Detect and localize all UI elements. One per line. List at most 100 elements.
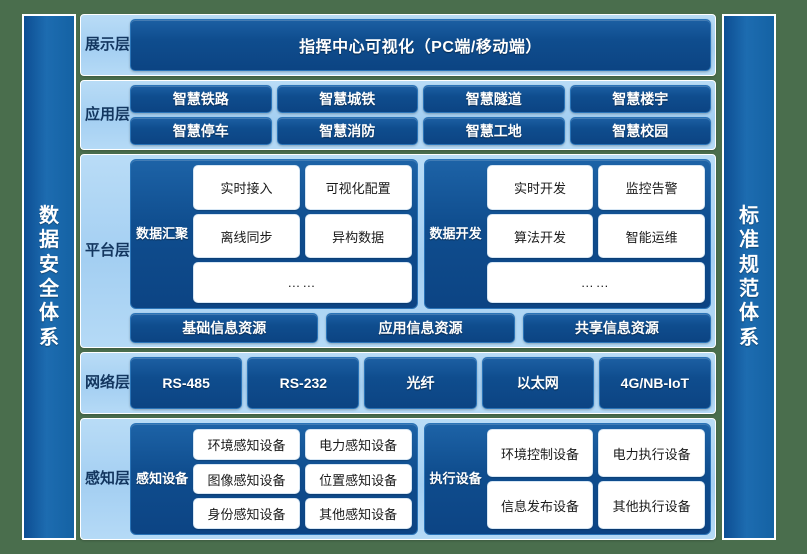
network-row: RS-485 RS-232 光纤 以太网 4G/NB-IoT [130,357,711,409]
group-sensing-devices-items: 环境感知设备 电力感知设备 图像感知设备 位置感知设备 身份感知设备 其他感知设… [193,429,412,530]
group-label-char: 汇 [162,225,176,241]
left-pillar-label: 数 据 安 全 体 系 [39,204,59,350]
pillar-char: 数 [39,204,59,227]
aggregation-row-2: 离线同步 异构数据 [193,213,412,259]
pillar-char: 体 [39,302,59,325]
layer-network: 网 络 层 RS-485 RS-232 光纤 以太网 4G/NB-IoT [80,352,716,414]
actuator-item-environment-control[interactable]: 环境控制设备 [486,429,594,477]
sensing-item-power[interactable]: 电力感知设备 [304,429,412,460]
aggregation-item-more[interactable]: …… [193,262,412,304]
layer-perception: 感 知 层 感 知 设 备 [80,418,716,540]
group-label-char: 据 [442,225,456,241]
layer-stack: 展 示 层 指挥中心可视化（PC端/移动端） 应 用 层 智慧铁路 智慧城铁 [80,14,716,540]
layer-label-char: 层 [115,106,131,124]
network-item-fiber[interactable]: 光纤 [364,357,477,409]
layer-label-char: 示 [100,36,116,54]
layer-label-char: 展 [85,36,101,54]
sensing-row-1: 环境感知设备 电力感知设备 [193,429,412,460]
actuator-item-information-release[interactable]: 信息发布设备 [486,481,594,529]
pillar-char: 体 [739,302,759,325]
group-label-char: 设 [455,470,469,486]
group-data-development-label: 数 据 开 发 [430,165,482,303]
development-item-more[interactable]: …… [486,262,706,304]
aggregation-item-visual-config[interactable]: 可视化配置 [304,165,412,210]
group-label-char: 知 [149,470,163,486]
network-item-4g-nbiot[interactable]: 4G/NB-IoT [598,357,711,409]
aggregation-row-1: 实时接入 可视化配置 [193,165,412,210]
development-row-3: …… [486,262,706,304]
application-row-1: 智慧铁路 智慧城铁 智慧隧道 智慧楼宇 [130,85,711,113]
app-item-smart-construction[interactable]: 智慧工地 [423,117,565,145]
pillar-char: 安 [39,253,59,276]
development-item-realtime-dev[interactable]: 实时开发 [486,165,594,210]
development-item-algorithm-dev[interactable]: 算法开发 [486,213,594,259]
group-sensing-devices-label: 感 知 设 备 [136,429,188,529]
sensing-item-other[interactable]: 其他感知设备 [304,498,412,530]
layer-perception-label: 感 知 层 [85,423,130,535]
development-item-intelligent-ops[interactable]: 智能运维 [598,213,706,259]
command-center-visualization-banner[interactable]: 指挥中心可视化（PC端/移动端） [130,19,711,71]
platform-groups: 数 据 汇 聚 实时接入 可视化配置 离线同步 [130,159,712,309]
group-label-char: 聚 [175,225,189,241]
group-label-char: 行 [442,470,456,486]
app-item-smart-parking[interactable]: 智慧停车 [130,117,272,145]
layer-application: 应 用 层 智慧铁路 智慧城铁 智慧隧道 智慧楼宇 智慧停车 智慧消防 智慧工地… [80,80,716,150]
layer-label-char: 层 [115,36,131,54]
actuator-item-power-execution[interactable]: 电力执行设备 [598,429,706,477]
group-label-char: 数 [136,225,150,241]
sensing-item-environment[interactable]: 环境感知设备 [193,429,300,460]
sensing-item-image[interactable]: 图像感知设备 [193,463,300,495]
layer-platform-body: 数 据 汇 聚 实时接入 可视化配置 离线同步 [130,159,712,343]
group-sensing-devices: 感 知 设 备 环境感知设备 电力感知设备 图像感知设备 [130,423,418,535]
group-label-char: 执 [429,470,443,486]
resource-item-application-information[interactable]: 应用信息资源 [326,313,515,343]
app-item-smart-railway[interactable]: 智慧铁路 [130,85,272,113]
aggregation-row-3: …… [193,262,412,304]
layer-label-char: 层 [115,374,131,392]
pillar-char: 范 [739,278,759,300]
group-actuator-devices-label: 执 行 设 备 [430,429,482,529]
aggregation-item-offline-sync[interactable]: 离线同步 [193,213,300,259]
app-item-smart-campus[interactable]: 智慧校园 [569,117,711,145]
pillar-char: 系 [739,326,759,349]
resource-item-basic-information[interactable]: 基础信息资源 [130,313,319,343]
sensing-item-identity[interactable]: 身份感知设备 [193,498,300,530]
app-item-smart-tunnel[interactable]: 智慧隧道 [423,85,565,113]
network-item-rs232[interactable]: RS-232 [247,357,360,409]
group-label-char: 设 [162,470,176,486]
aggregation-item-heterogeneous-data[interactable]: 异构数据 [304,213,412,259]
development-row-1: 实时开发 监控告警 [486,165,706,210]
app-item-smart-metro[interactable]: 智慧城铁 [276,85,419,113]
layer-display: 展 示 层 指挥中心可视化（PC端/移动端） [80,14,716,76]
layer-platform-label: 平 台 层 [85,159,130,343]
left-pillar-data-security: 数 据 安 全 体 系 [22,14,76,540]
pillar-char: 系 [39,326,59,349]
sensing-item-location[interactable]: 位置感知设备 [304,463,412,495]
actuator-item-other[interactable]: 其他执行设备 [598,481,706,529]
layer-label-char: 知 [100,470,116,488]
sensing-row-2: 图像感知设备 位置感知设备 [193,463,412,495]
group-label-char: 据 [149,225,163,241]
pillar-char: 准 [739,229,759,252]
aggregation-item-realtime-ingest[interactable]: 实时接入 [193,165,300,210]
app-item-smart-building[interactable]: 智慧楼宇 [569,85,711,113]
resource-item-shared-information[interactable]: 共享信息资源 [522,313,711,343]
application-row-2: 智慧停车 智慧消防 智慧工地 智慧校园 [130,117,711,145]
network-item-rs485[interactable]: RS-485 [130,357,243,409]
group-label-char: 感 [136,470,150,486]
actuator-row-2: 信息发布设备 其他执行设备 [486,481,706,529]
layer-label-char: 应 [85,106,101,124]
group-data-development-items: 实时开发 监控告警 算法开发 智能运维 …… [486,165,706,304]
layer-label-char: 感 [85,470,101,488]
app-item-smart-firefighting[interactable]: 智慧消防 [276,117,419,145]
layer-network-label: 网 络 层 [85,357,130,409]
layer-application-body: 智慧铁路 智慧城铁 智慧隧道 智慧楼宇 智慧停车 智慧消防 智慧工地 智慧校园 [130,85,711,145]
layer-label-char: 网 [85,374,101,392]
perception-groups: 感 知 设 备 环境感知设备 电力感知设备 图像感知设备 [130,423,712,535]
network-item-ethernet[interactable]: 以太网 [481,357,594,409]
development-item-monitor-alarm[interactable]: 监控告警 [598,165,706,210]
group-actuator-devices-items: 环境控制设备 电力执行设备 信息发布设备 其他执行设备 [486,429,706,529]
right-pillar-standard-spec: 标 准 规 范 体 系 [722,14,776,540]
pillar-char: 标 [739,204,759,227]
